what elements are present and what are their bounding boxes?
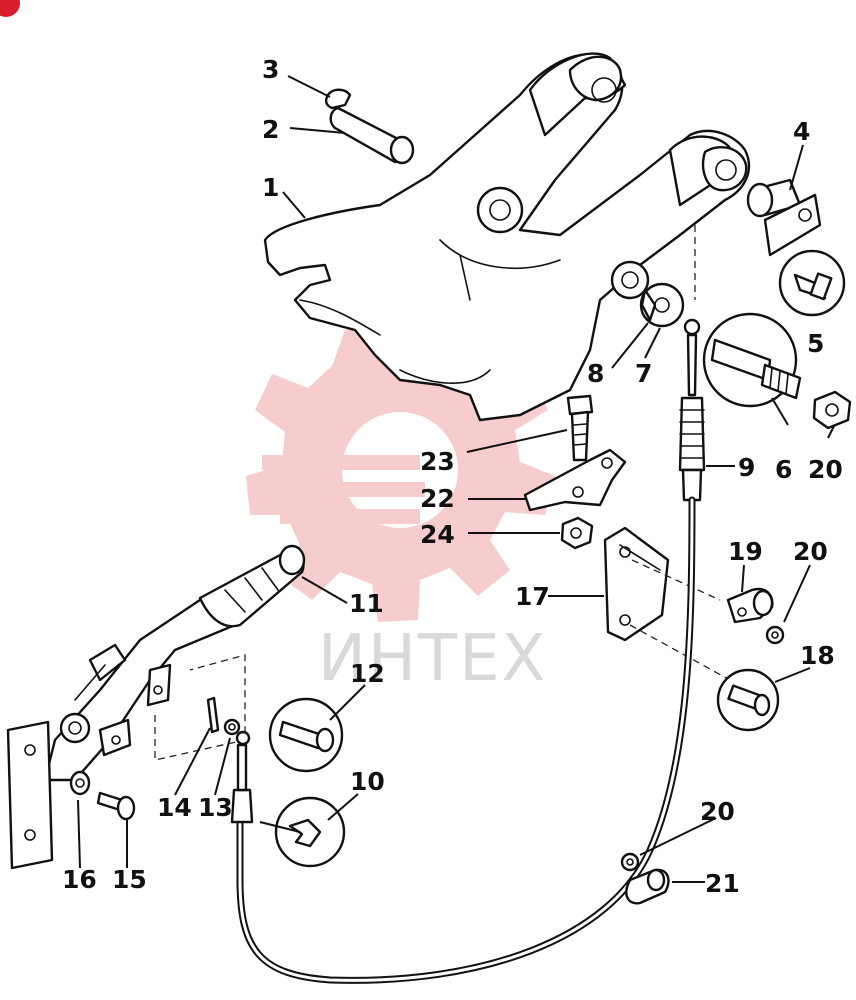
callout-14: 14	[157, 793, 192, 822]
part-bracket-22	[523, 448, 627, 512]
part-washer-13	[223, 718, 241, 736]
part-clip-19	[726, 587, 774, 624]
callout-2: 2	[262, 115, 279, 144]
callout-24: 24	[420, 520, 455, 549]
cable	[230, 496, 696, 984]
callout-4: 4	[793, 117, 810, 146]
part-washer-16	[69, 770, 91, 796]
callout-23: 23	[420, 447, 455, 476]
callout-16: 16	[62, 865, 97, 894]
callout-10: 10	[350, 767, 385, 796]
callout-22: 22	[420, 484, 455, 513]
part-nut-24	[560, 516, 594, 550]
part-cable-pin	[702, 312, 802, 408]
callout-12: 12	[350, 659, 385, 688]
callout-20-bottom: 20	[700, 797, 735, 826]
part-clip-washer	[639, 282, 685, 328]
part-bolt-23	[566, 394, 594, 462]
callouts: 3 2 1 4 5 8 7 6 20 9 23 22 24 17 19 20 1…	[62, 55, 843, 898]
callout-3: 3	[262, 55, 279, 84]
part-bolt-5	[778, 249, 846, 317]
callout-20-mid: 20	[793, 537, 828, 566]
callout-15: 15	[112, 865, 147, 894]
callout-11: 11	[349, 589, 384, 618]
part-cable-end	[678, 225, 706, 502]
callout-20-top: 20	[808, 455, 843, 484]
callout-1: 1	[262, 173, 279, 202]
part-nut-20a	[812, 390, 852, 430]
part-hand-lever	[6, 544, 306, 870]
callout-18: 18	[800, 641, 835, 670]
callout-6: 6	[775, 455, 792, 484]
watermark-text: ИНТЕХ	[318, 622, 547, 696]
part-pin	[324, 88, 415, 165]
part-nut-20b	[765, 625, 785, 645]
part-pin-plate	[746, 178, 822, 257]
part-lift-arm	[263, 52, 751, 422]
leader-lines	[77, 75, 835, 883]
part-clip-10	[274, 796, 346, 868]
corner-badge	[0, 0, 20, 17]
callout-8: 8	[587, 359, 604, 388]
part-pin-14	[206, 696, 220, 734]
part-pin-12	[268, 697, 344, 773]
callout-19: 19	[728, 537, 763, 566]
part-bolt-15	[96, 791, 136, 821]
callout-9: 9	[738, 453, 755, 482]
callout-21: 21	[705, 869, 740, 898]
callout-5: 5	[807, 329, 824, 358]
callout-13: 13	[198, 793, 233, 822]
part-bolt-18	[716, 668, 780, 732]
callout-7: 7	[635, 359, 652, 388]
callout-17: 17	[515, 582, 550, 611]
part-nut-20c	[620, 852, 640, 872]
part-plate-17	[603, 526, 731, 681]
part-clamp-21	[625, 868, 670, 905]
